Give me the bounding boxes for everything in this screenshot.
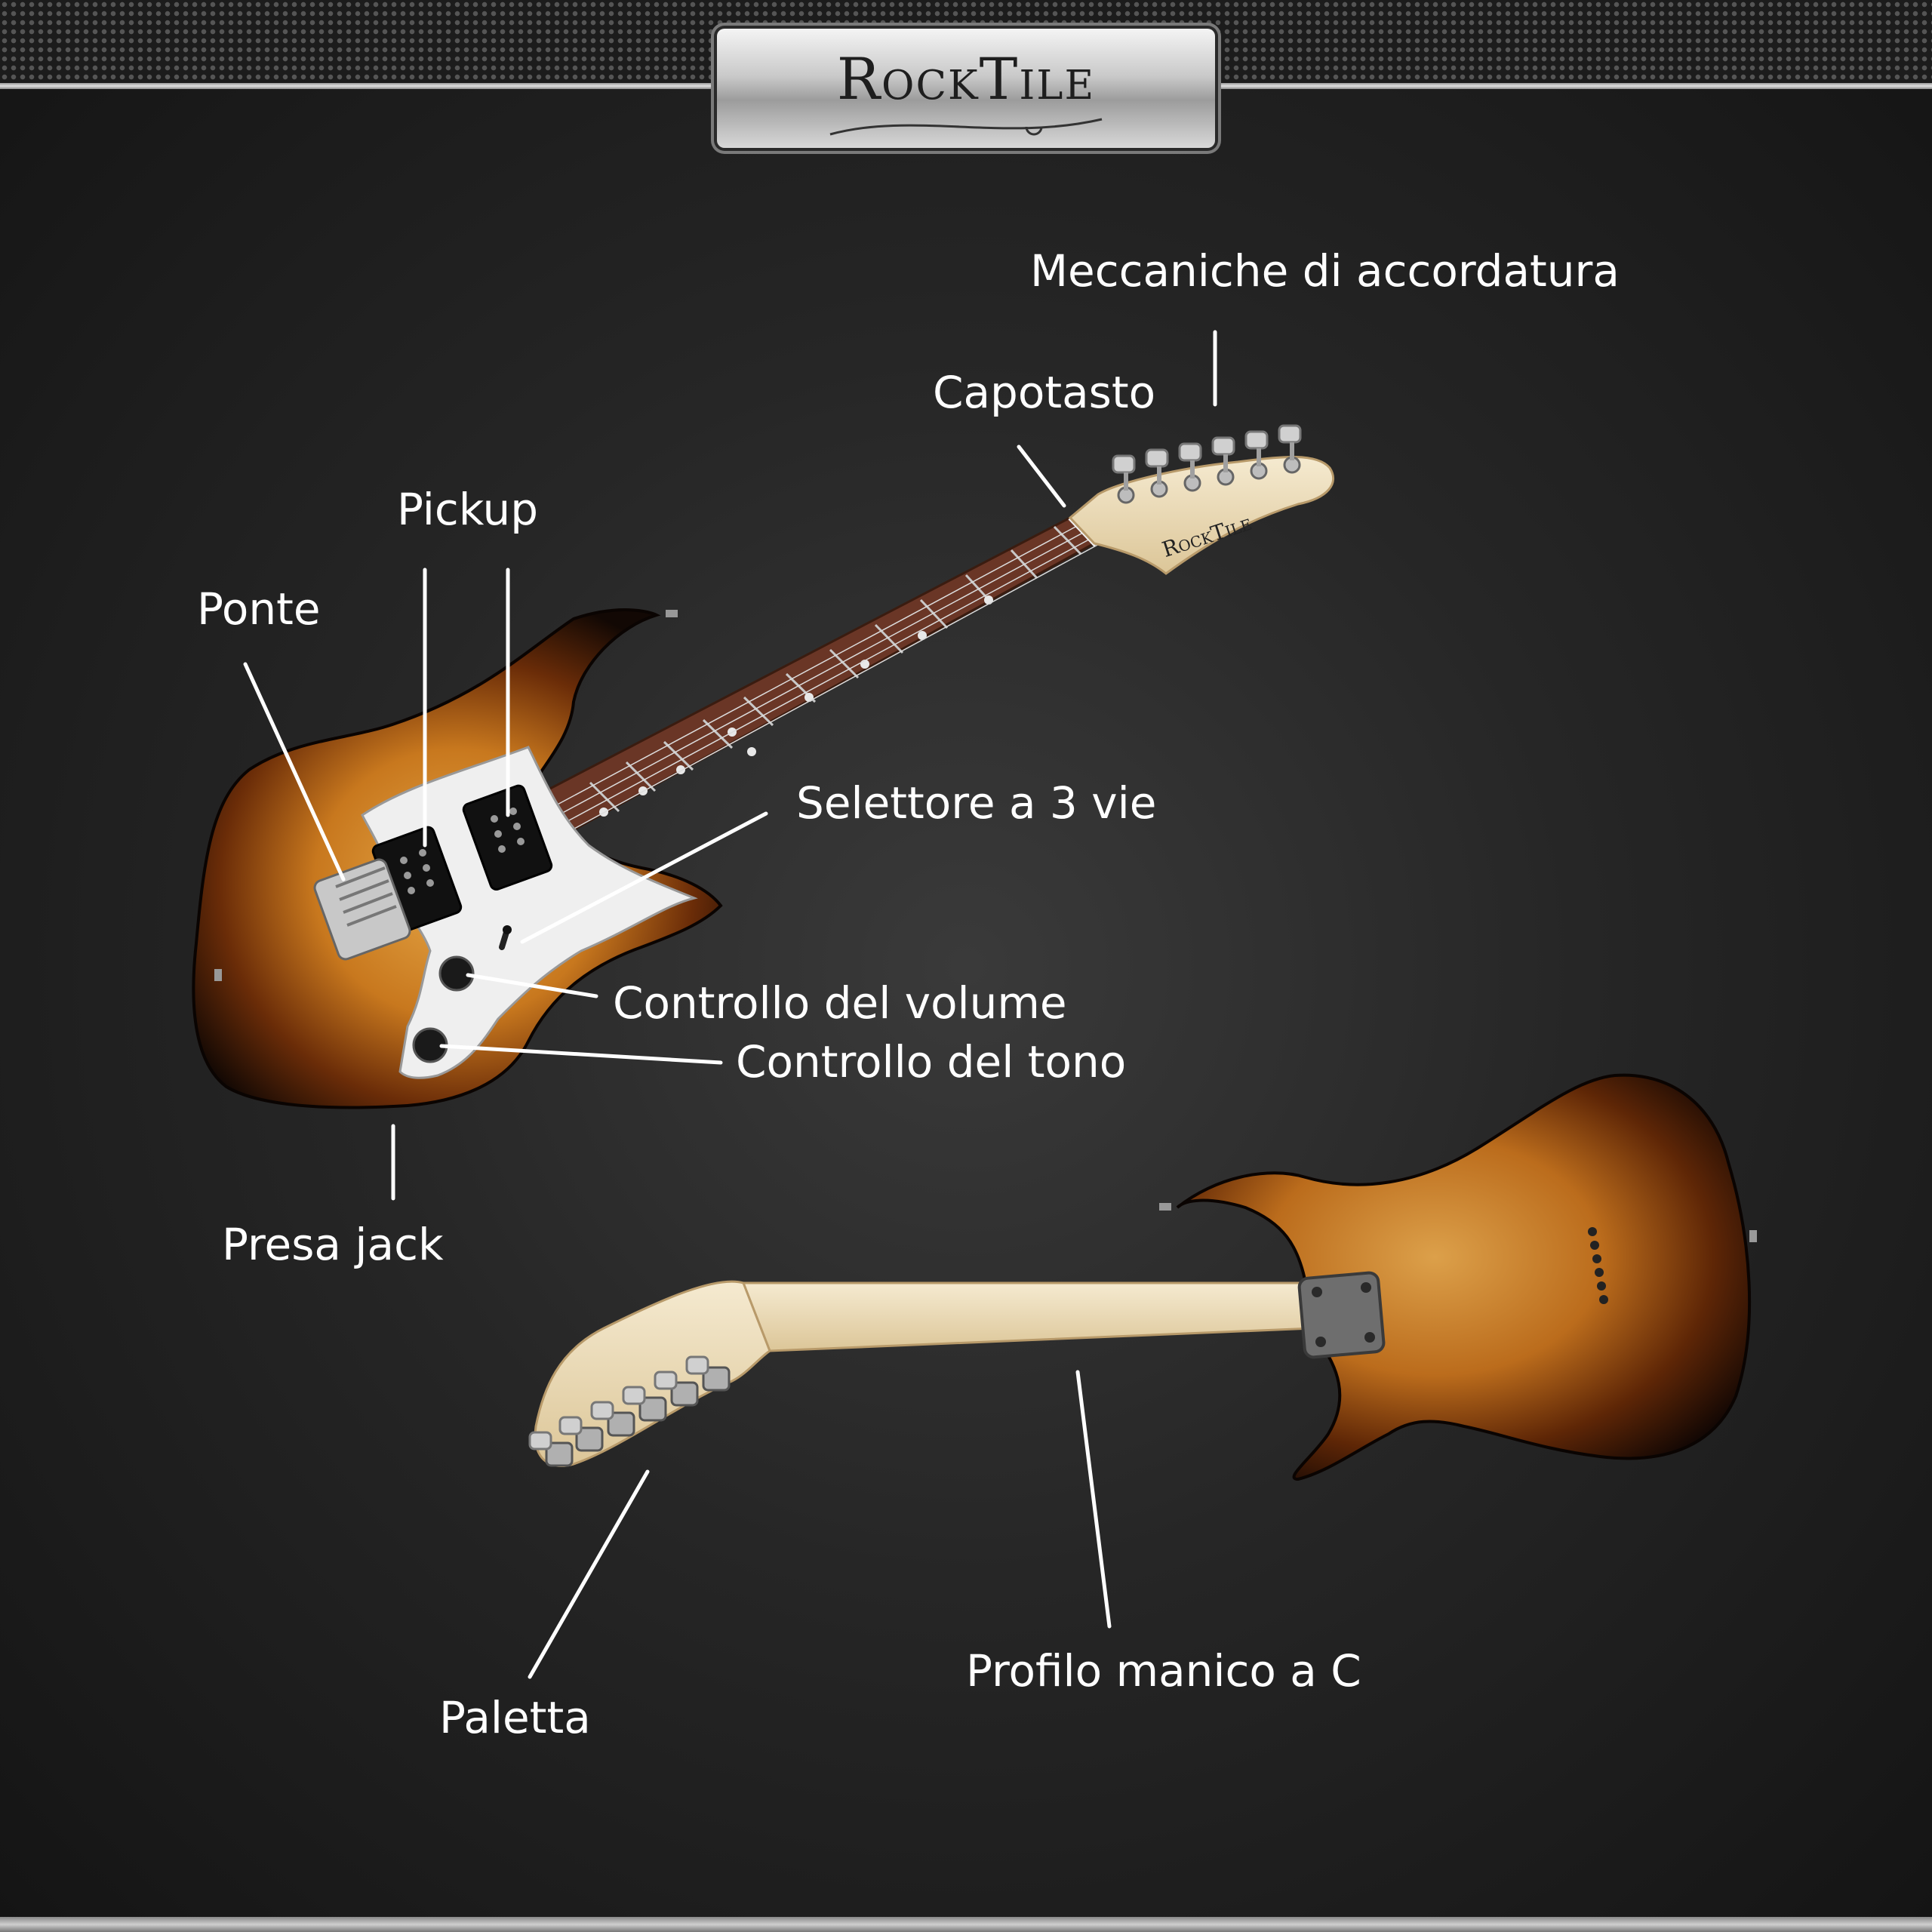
brand-logo: RockTile xyxy=(836,45,1096,112)
brand-plate: RockTile xyxy=(717,29,1215,148)
volume-knob xyxy=(438,955,475,992)
front-guitar xyxy=(192,424,1334,1109)
leader-nut xyxy=(1017,445,1066,508)
leader-bridge xyxy=(243,662,346,881)
label-tuners: Meccaniche di accordatura xyxy=(1030,245,1620,297)
footer-divider xyxy=(0,1917,1932,1932)
back-body xyxy=(1176,1073,1752,1481)
brand-swoosh-icon xyxy=(829,118,1103,136)
label-neck-profile: Profilo manico a C xyxy=(966,1645,1361,1697)
leader-lines xyxy=(243,330,1217,1679)
bridge xyxy=(313,858,411,961)
leader-volume xyxy=(466,973,598,998)
label-pickup: Pickup xyxy=(397,484,539,535)
label-volume: Controllo del volume xyxy=(613,977,1067,1029)
label-nut: Capotasto xyxy=(933,367,1156,418)
front-headstock xyxy=(1068,456,1334,575)
neck-pickup xyxy=(462,784,553,891)
back-neck xyxy=(741,1281,1315,1352)
leader-headstock xyxy=(528,1469,650,1679)
label-headstock: Paletta xyxy=(439,1692,591,1743)
back-guitar xyxy=(528,1073,1757,1481)
leader-selector xyxy=(520,811,768,944)
label-tone: Controllo del tono xyxy=(736,1036,1127,1088)
label-bridge: Ponte xyxy=(197,583,321,635)
pickguard xyxy=(361,746,698,1079)
leader-neck-profile xyxy=(1075,1370,1112,1629)
leader-tone xyxy=(439,1044,723,1065)
back-headstock xyxy=(534,1280,771,1468)
label-selector: Selettore a 3 vie xyxy=(796,777,1157,829)
neck-plate xyxy=(1297,1271,1386,1359)
label-jack: Presa jack xyxy=(222,1219,444,1270)
selector-switch xyxy=(499,925,512,950)
